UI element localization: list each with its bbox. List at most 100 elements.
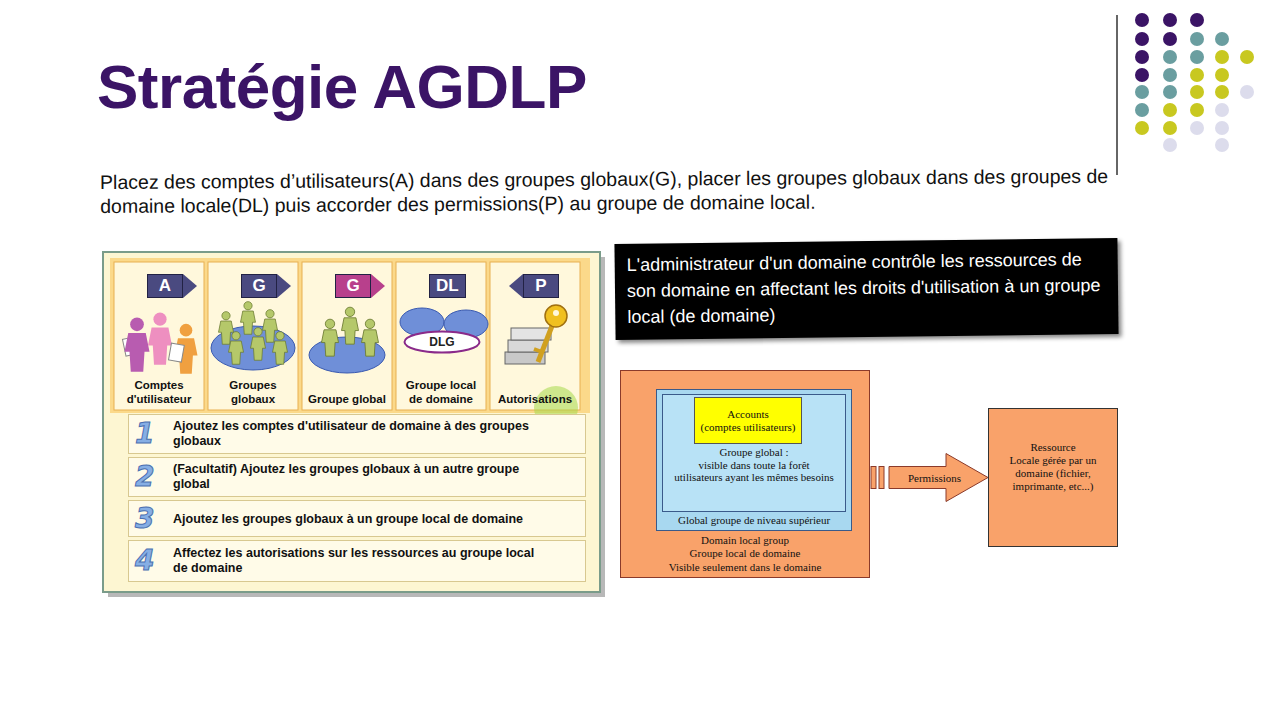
step-text: Ajoutez les comptes d'utilisateur de dom… [173, 419, 545, 449]
permission-key-icon [538, 326, 552, 362]
user-figures [125, 317, 150, 371]
group-column: GGroupe global [302, 262, 392, 410]
edge-label: Permissions [908, 471, 961, 484]
box-label: Ressource [992, 441, 1114, 454]
global-group-figures [273, 332, 288, 365]
panel-frame [302, 262, 392, 410]
box-label: visible dans toute la forêt [657, 459, 851, 472]
role-tag: P [523, 274, 559, 298]
step-number: 4 [135, 546, 154, 576]
global-group-figures [322, 319, 339, 356]
decor-dots [1215, 68, 1229, 82]
group-column: A Comptes d'utilisateur [114, 262, 204, 410]
permission-key-icon [545, 305, 567, 327]
step-band: 4 Affectez les autorisations sur les ress… [128, 540, 586, 582]
tag-arrow [509, 274, 523, 298]
decor-dots [1190, 85, 1204, 99]
decor-dots [1190, 68, 1204, 82]
step-number: 1 [135, 419, 154, 449]
ellipse-outline [405, 332, 480, 353]
panel-frame [103, 252, 605, 597]
box-label: Groupe local de domaine [621, 547, 869, 561]
step-band: 3 Ajoutez les groupes globaux à un groupe… [128, 500, 586, 537]
role-tag: A [147, 274, 183, 298]
ellipse-text: DLG [403, 330, 481, 354]
group-column: GGroupes globaux [208, 262, 298, 410]
permission-key-icon [505, 305, 567, 364]
panel-frame [108, 257, 605, 597]
decor-dots [1163, 50, 1177, 64]
decor-dots [1215, 85, 1229, 99]
decor-dots [1163, 32, 1177, 46]
panel-frame [208, 262, 298, 410]
box-label: Visible seulement dans le domaine [621, 561, 869, 575]
panel-frame [103, 252, 600, 592]
arrow-bar [879, 467, 884, 489]
box-label: Domain local group [621, 534, 869, 548]
column-caption: Groupe local de domaine [402, 378, 480, 406]
box-text: Accounts(comptes utilisateurs) [695, 398, 801, 443]
permission-key-icon [534, 349, 542, 352]
decor-dots [1240, 50, 1254, 64]
decor-dots [1215, 103, 1229, 117]
step-number: 3 [135, 504, 154, 534]
decor-dots [1163, 138, 1177, 152]
panel-frame [114, 262, 204, 410]
decor-dots [1135, 121, 1149, 135]
panel-frame [490, 262, 580, 410]
box-text: RessourceLocale gérée par un domaine (fi… [992, 441, 1114, 493]
column-caption: Autorisations [496, 392, 574, 406]
decor-dots [1190, 50, 1204, 64]
group-column: DL Groupe local de domaine DLG [396, 262, 486, 410]
domain-local-ellipse: DLG [403, 330, 481, 354]
decor-dots [1135, 13, 1149, 27]
global-group-figures [219, 312, 234, 345]
slide-title: Stratégie AGDLP [97, 50, 587, 124]
global-group-figures [241, 302, 256, 335]
tag-arrow [371, 274, 385, 298]
step-band: 1 Ajoutez les comptes d'utilisateur de do… [128, 414, 586, 454]
step-text: Ajoutez les groupes globaux à un groupe … [173, 511, 545, 526]
global-group-figures [362, 319, 379, 356]
user-figures [169, 343, 185, 362]
global-group-figures [211, 302, 385, 373]
arrow-shape [889, 454, 988, 502]
decor-dots [1215, 32, 1229, 46]
decor-dots [1215, 121, 1229, 135]
tag-arrow [183, 274, 197, 298]
step-number: 2 [135, 462, 154, 492]
step-text: Affectez les autorisations sur les resso… [173, 546, 545, 576]
box-label: Accounts [727, 408, 769, 421]
user-figures [122, 313, 197, 374]
global-group-figures [263, 310, 278, 343]
column-caption: Groupes globaux [214, 378, 292, 406]
decor-dots [1135, 13, 1254, 152]
column-caption: Comptes d'utilisateur [120, 378, 198, 406]
decor-dots [1135, 85, 1149, 99]
decor-dots [1163, 13, 1177, 27]
decor-dots [1135, 68, 1149, 82]
step-band: 2 (Facultatif) Ajoutez les groupes globau… [128, 457, 586, 497]
permission-key-icon [553, 310, 559, 316]
group-column: P Autorisations [490, 262, 580, 410]
domain-local-box: Domain local groupGroupe local de domain… [620, 370, 870, 578]
user-figures [148, 313, 172, 365]
decor-dots [1135, 50, 1149, 64]
callout-box: L'administrateur d'un domaine contrôle l… [614, 238, 1118, 340]
decor-dots [1190, 121, 1204, 135]
decor-dots [1163, 85, 1177, 99]
divider-line [1116, 15, 1118, 175]
decor-dots [1163, 103, 1177, 117]
role-tag: DL [429, 274, 466, 298]
step-text: (Facultatif) Ajoutez les groupes globaux… [173, 462, 545, 492]
decor-dots [1135, 32, 1149, 46]
decor-dots [1190, 103, 1204, 117]
global-group-box: Groupe global :visible dans toute la for… [656, 389, 852, 531]
decor-dots [1163, 68, 1177, 82]
ellipse-label: DLG [429, 335, 454, 349]
box-label: Global groupe de niveau supérieur [657, 514, 851, 527]
decor-dots [1190, 13, 1204, 27]
